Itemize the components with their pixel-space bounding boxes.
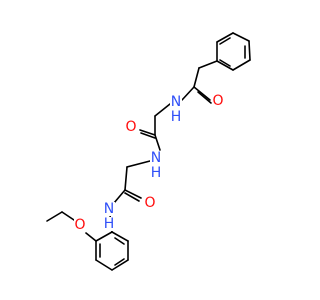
atom-background: [103, 217, 115, 231]
implicit-hydrogen-label: H: [104, 216, 115, 232]
bond: [46, 211, 63, 222]
bond: [95, 231, 113, 242]
atom-label-amide-n-middle: N: [151, 150, 161, 166]
bond: [193, 67, 200, 88]
atom-background: [150, 151, 162, 165]
bond: [111, 259, 129, 271]
atom-label-amide-o-top: O: [212, 93, 223, 109]
atom-label-amide-o-bottom: O: [144, 195, 155, 211]
bond: [193, 86, 211, 101]
atom-background: [144, 196, 156, 210]
bond: [61, 211, 75, 221]
bond: [124, 189, 142, 199]
atom-background: [212, 94, 224, 108]
implicit-hydrogen-label: H: [151, 165, 162, 181]
bond: [232, 59, 251, 71]
bond: [111, 231, 129, 242]
bond: [114, 237, 125, 245]
atom-label-ether-o: O: [74, 217, 85, 233]
bond: [219, 59, 231, 67]
bond: [232, 32, 250, 42]
bond: [216, 32, 234, 43]
bond: [124, 166, 128, 191]
bond: [154, 103, 171, 117]
bond: [140, 132, 156, 139]
bond: [139, 129, 156, 136]
bond: [95, 259, 113, 271]
bond: [114, 258, 125, 266]
atom-label-amide-n-top: N: [171, 94, 181, 110]
atom-background: [103, 202, 115, 216]
bond: [248, 40, 251, 61]
atom-background: [74, 218, 86, 232]
atom-background: [125, 120, 137, 134]
bond: [216, 60, 234, 71]
bond: [219, 37, 231, 45]
atom-background: [170, 110, 182, 124]
atom-label-amide-n-bottom: N: [104, 201, 114, 217]
bond: [113, 189, 126, 204]
bond-layer: [46, 32, 251, 271]
implicit-hydrogen-label: H: [171, 109, 182, 125]
bond: [124, 192, 140, 202]
atom-label-amide-o-middle: O: [125, 119, 136, 135]
bond: [85, 232, 97, 242]
bond: [126, 160, 151, 168]
atom-background: [150, 166, 162, 180]
bond: [154, 134, 161, 151]
bond: [197, 91, 212, 104]
bond: [181, 86, 195, 101]
bond: [198, 60, 218, 69]
atom-background: [170, 95, 182, 109]
